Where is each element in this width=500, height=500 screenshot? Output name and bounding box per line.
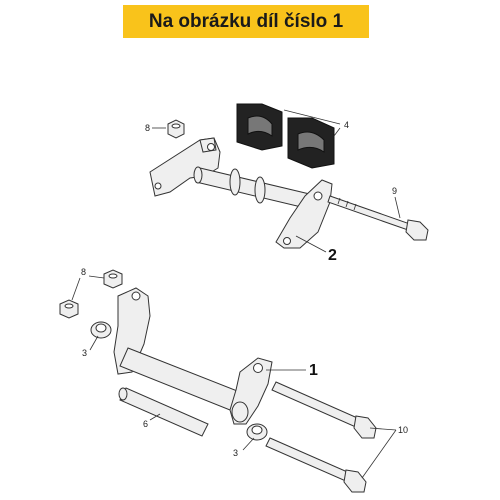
callout-3-bottom: 3 <box>233 448 238 458</box>
bushing-bottom <box>246 423 268 441</box>
upper-bracket-right <box>275 179 333 249</box>
bolt-10-lower <box>265 437 367 493</box>
nut-bottom-upper <box>103 269 123 289</box>
callout-6: 6 <box>143 419 148 429</box>
callout-8-bottom: 8 <box>81 267 86 277</box>
leader-lines <box>71 109 401 479</box>
bolt-9 <box>327 195 429 241</box>
callout-2: 2 <box>328 247 337 264</box>
callout-10: 10 <box>398 425 408 435</box>
title-text: Na obrázku díl číslo 1 <box>148 10 344 32</box>
lower-bracket-right <box>229 357 273 425</box>
title-banner: Na obrázku díl číslo 1 <box>123 5 369 38</box>
callout-3-left: 3 <box>82 348 87 358</box>
nut-top <box>167 119 185 139</box>
rubber-block-left <box>236 103 283 151</box>
lower-bracket-left <box>113 287 151 375</box>
rubber-block-right <box>287 117 335 169</box>
callout-1: 1 <box>309 362 318 379</box>
upper-bracket-left <box>149 137 221 197</box>
callout-8-top: 8 <box>145 123 150 133</box>
nut-bottom-lower <box>59 299 79 319</box>
sleeve-6 <box>118 387 209 437</box>
bolt-10-upper <box>271 381 377 439</box>
bushing-left <box>90 321 112 339</box>
callout-9: 9 <box>392 186 397 196</box>
upper-tube <box>193 166 319 211</box>
callout-4: 4 <box>344 120 349 130</box>
